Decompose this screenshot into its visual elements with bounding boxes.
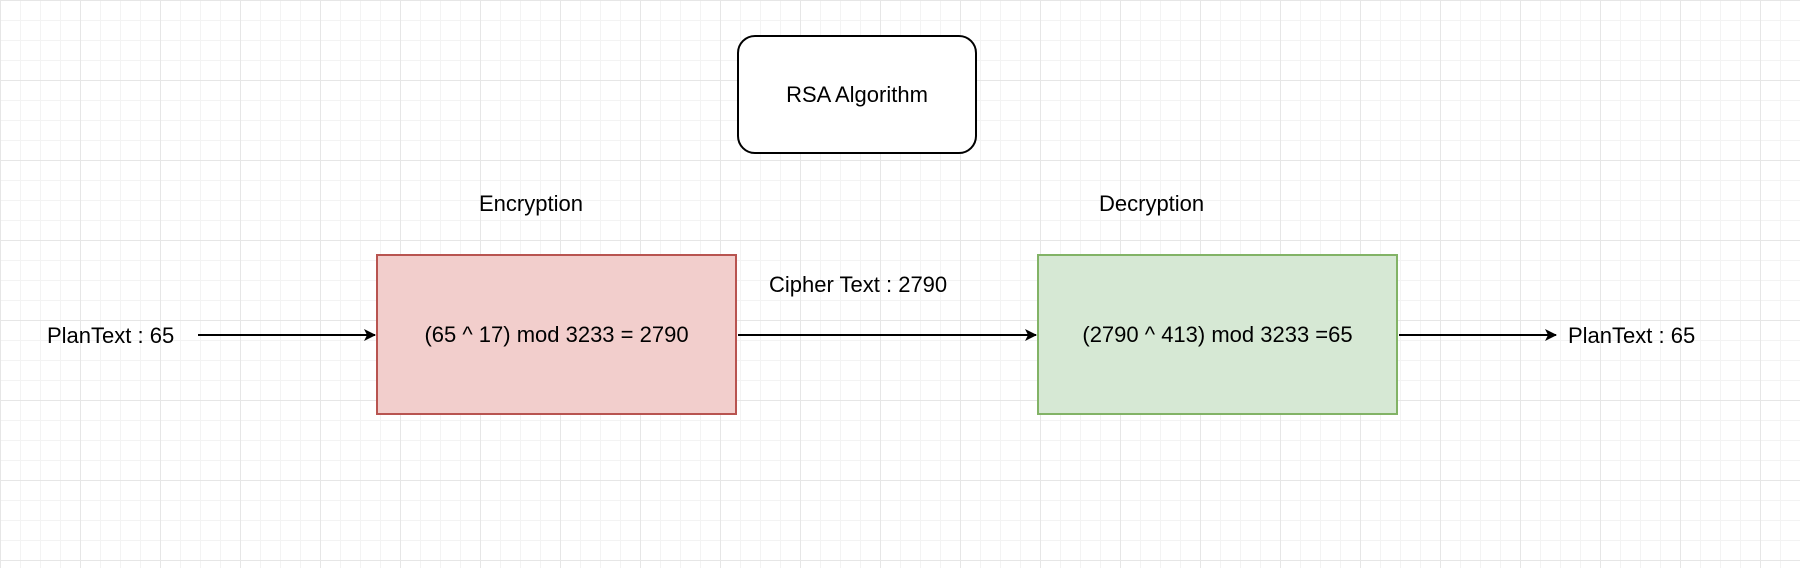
cipher-text-label: Cipher Text : 2790	[769, 272, 948, 297]
title-box[interactable]: RSA Algorithm	[737, 35, 977, 154]
encryption-formula: (65 ^ 17) mod 3233 = 2790	[424, 321, 689, 347]
input-plaintext-label: PlanText : 65	[47, 323, 175, 348]
encryption-label: Encryption	[479, 191, 583, 216]
output-plaintext-label: PlanText : 65	[1568, 323, 1696, 348]
decryption-box[interactable]: (2790 ^ 413) mod 3233 =65	[1037, 254, 1398, 415]
encryption-box[interactable]: (65 ^ 17) mod 3233 = 2790	[376, 254, 737, 415]
title-text: RSA Algorithm	[786, 81, 928, 107]
decryption-label: Decryption	[1099, 191, 1205, 216]
decryption-formula: (2790 ^ 413) mod 3233 =65	[1082, 321, 1353, 347]
